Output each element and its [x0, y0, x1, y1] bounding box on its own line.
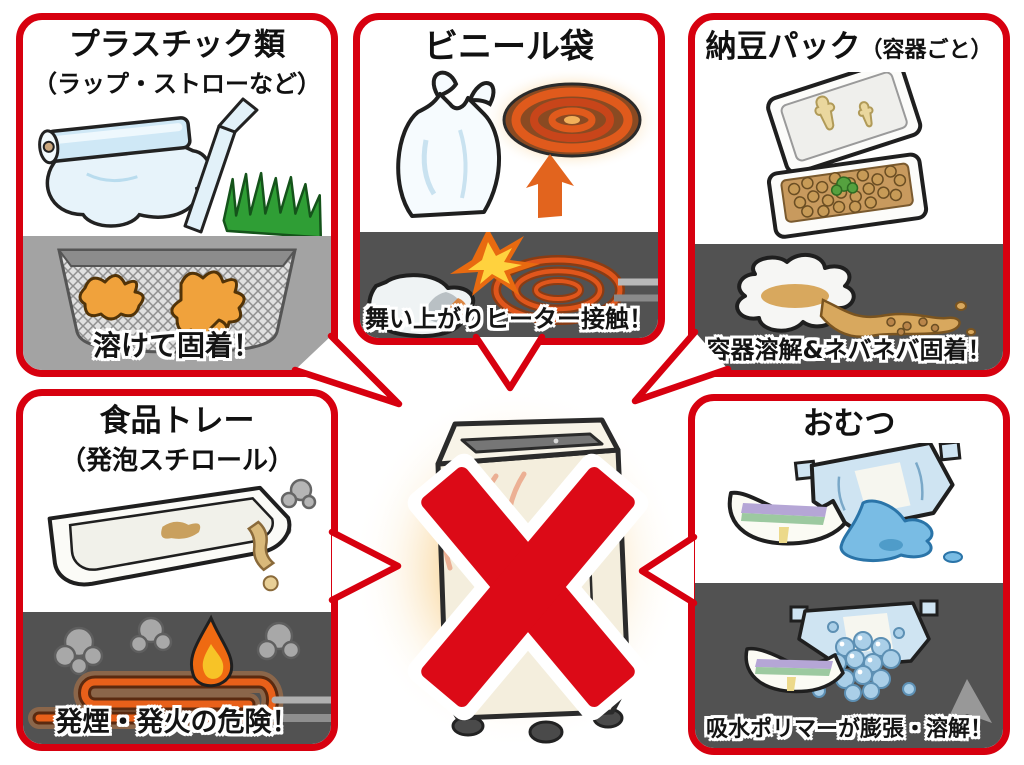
melted-natto-container-illustration: [735, 252, 976, 339]
food-stain: [161, 521, 201, 539]
panel-caption: 舞い上がりヒーター接触！: [365, 305, 653, 333]
title-main: 納豆パック: [705, 29, 861, 65]
panel-title: ビニール袋: [424, 27, 594, 67]
heater-fire-illustration: [28, 614, 331, 729]
leaking-diaper-illustration: [727, 443, 963, 563]
panel-subtitle: （ラップ・ストローなど）: [33, 70, 321, 98]
title-note: （容器ごと）: [860, 38, 993, 63]
panel-title: 食品トレー: [99, 403, 255, 439]
panel-diaper: おむつ: [688, 394, 1010, 755]
karashi-garnish: [830, 176, 859, 196]
spilled-natto-goo: [819, 298, 976, 339]
diaper-back-icon: [793, 443, 962, 532]
panel-vinyl-bag: ビニール袋: [353, 13, 665, 345]
caption-band: 発煙・発火の危険！: [23, 612, 331, 744]
caption-band: 舞い上がりヒーター接触！: [360, 232, 658, 338]
diaper-front-icon: [727, 490, 847, 546]
food-waste-disposer-icon: [352, 386, 684, 750]
sticky-drip: [814, 95, 836, 131]
melted-plastic-basket-illustration: [57, 248, 297, 354]
straw-icon: [183, 97, 259, 234]
panel-natto-pack: 納豆パック（容器ごと）: [688, 13, 1010, 377]
panel-title: 納豆パック（容器ごと）: [695, 30, 1003, 65]
stripe-yellow: [779, 527, 789, 543]
caption-band: 溶けて固着！: [23, 236, 331, 370]
plastic-wrap-icon: [38, 116, 212, 228]
panel-subtitle: （発泡スチロール）: [59, 446, 294, 476]
melt-droplet: [262, 575, 279, 592]
plastic-bag-icon: [396, 70, 502, 218]
prohibition-x-icon: [407, 453, 649, 721]
panel-plastics: プラスチック類 （ラップ・ストローなど） 溶けて固着！: [16, 13, 338, 377]
panel-title: プラスチック類: [68, 27, 286, 63]
melting-tray-illustration: [47, 478, 317, 592]
panel-caption: 吸水ポリマーが膨張・溶解！: [705, 717, 992, 742]
stove-heater-icon: [502, 82, 642, 158]
panel-title: おむつ: [802, 406, 896, 442]
panel-food-tray: 食品トレー （発泡スチロール）: [16, 389, 338, 751]
smoke-clouds: [53, 616, 301, 676]
watermark: [945, 679, 992, 725]
panel-caption: 溶けて固着！: [92, 329, 261, 362]
natto-pack-illustration: [766, 72, 929, 239]
baran-garnish-icon: [222, 171, 323, 236]
styrofoam-tray-icon: [47, 485, 292, 592]
swollen-polymer-diaper-illustration: [744, 599, 992, 725]
stripe-purple: [741, 503, 827, 517]
panel-caption: 発煙・発火の危険！: [55, 707, 299, 738]
sticky-drip: [857, 101, 874, 128]
spark-icon: [450, 232, 540, 296]
diaper-front-icon: [744, 646, 845, 694]
melt-drip: [246, 520, 276, 572]
natto-beans: [787, 165, 907, 218]
stripe-green: [741, 513, 825, 525]
plastic-wrap-straw-baran-illustration: [38, 97, 323, 236]
crumpled-bag-icon: [367, 273, 476, 338]
water-leak: [839, 499, 963, 563]
control-panel: [460, 432, 604, 454]
caption-band: 吸水ポリマーが膨張・溶解！: [695, 583, 1003, 748]
coil-spark-illustration: [367, 232, 658, 338]
natto-base-icon: [766, 152, 929, 239]
flame-icon: [189, 614, 234, 688]
control-lamp: [553, 438, 559, 444]
natto-lid-icon: [766, 72, 923, 175]
caption-band: 容器溶解&ネバネバ固着！: [695, 244, 1003, 370]
up-arrow-icon: [526, 154, 574, 218]
flying-bag-heater-illustration: [396, 68, 658, 218]
melted-plastic-blobs: [78, 270, 246, 344]
panel-caption: 容器溶解&ネバネバ固着！: [706, 336, 992, 364]
bead-highlights: [839, 635, 881, 675]
heater-pipe-icon: [28, 671, 331, 729]
